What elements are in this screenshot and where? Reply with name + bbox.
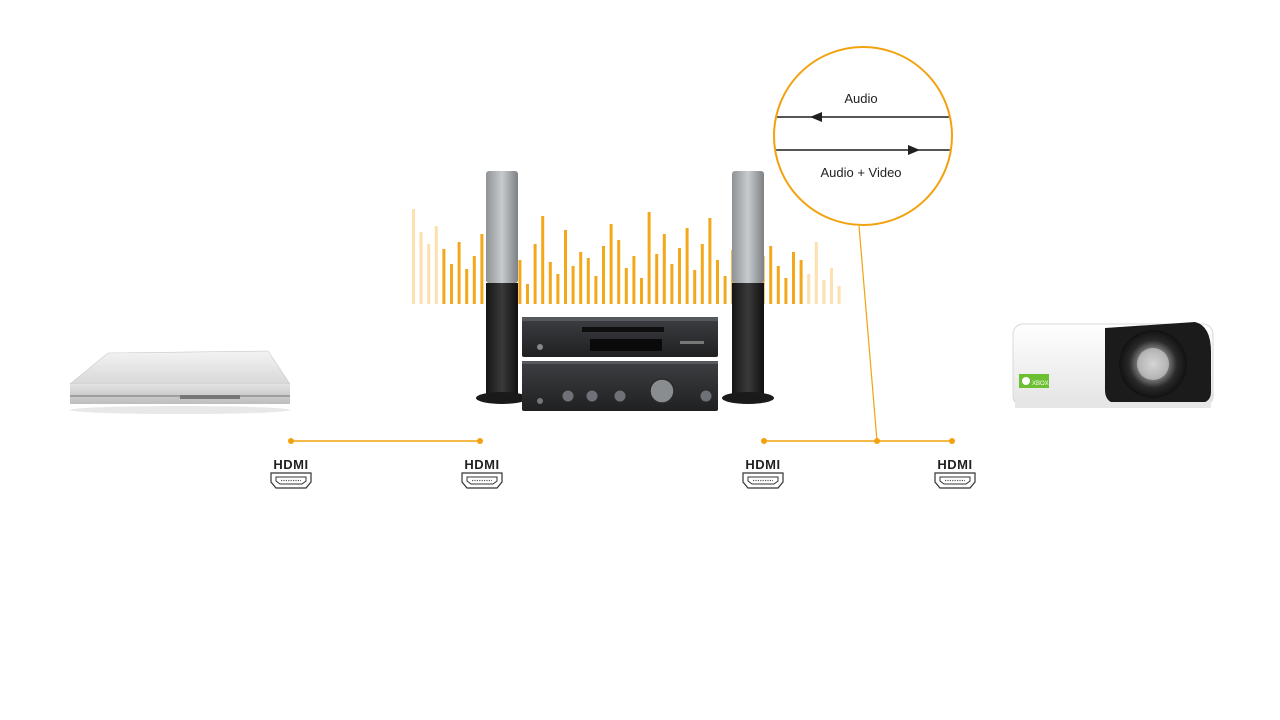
equalizer-bar bbox=[594, 276, 598, 304]
hdmi-port-icon bbox=[934, 472, 976, 489]
hdmi-port-icon bbox=[742, 472, 784, 489]
hdmi-label: HDMI bbox=[464, 457, 500, 472]
equalizer-bar bbox=[647, 212, 651, 304]
equalizer-bar bbox=[716, 260, 719, 304]
equalizer-bar bbox=[807, 274, 811, 304]
equalizer-bar bbox=[799, 260, 803, 304]
equalizer-bar bbox=[564, 230, 567, 304]
equalizer-bar bbox=[526, 284, 529, 304]
equalizer-bar bbox=[480, 234, 484, 304]
equalizer-bar bbox=[640, 278, 643, 304]
equalizer-bar bbox=[412, 209, 415, 304]
connection-endpoint bbox=[477, 438, 483, 444]
equalizer-bar bbox=[624, 268, 628, 304]
equalizer-bar bbox=[662, 234, 666, 304]
equalizer-bar bbox=[434, 226, 438, 304]
equalizer-bar bbox=[586, 258, 590, 304]
equalizer-bar bbox=[670, 264, 674, 304]
equalizer-bar bbox=[450, 264, 453, 304]
equalizer-bar bbox=[465, 269, 469, 304]
audio-video-label: Audio + Video bbox=[820, 165, 901, 180]
arrow-right-icon bbox=[908, 145, 920, 155]
equalizer-bar bbox=[700, 244, 704, 304]
equalizer-bar bbox=[457, 242, 461, 304]
equalizer-bar bbox=[792, 252, 795, 304]
equalizer-bar bbox=[579, 252, 583, 304]
equalizer-bar bbox=[814, 242, 818, 304]
hdmi-label: HDMI bbox=[273, 457, 309, 472]
equalizer-bar bbox=[769, 246, 773, 304]
equalizer-bar bbox=[685, 228, 689, 304]
equalizer-bar bbox=[548, 262, 552, 304]
equalizer-bar bbox=[784, 278, 788, 304]
audio-system-image bbox=[476, 171, 774, 411]
connection-endpoint bbox=[288, 438, 294, 444]
equalizer-bar bbox=[533, 244, 537, 304]
equalizer-bar bbox=[556, 274, 560, 304]
equalizer-bar bbox=[822, 280, 826, 304]
connection-endpoint bbox=[949, 438, 955, 444]
equalizer-bar bbox=[655, 254, 659, 304]
audio-label: Audio bbox=[844, 91, 877, 106]
arrow-left-icon bbox=[810, 112, 822, 122]
equalizer-bar bbox=[776, 266, 780, 304]
equalizer-bar bbox=[442, 249, 446, 304]
projector-image: XBOX bbox=[1012, 322, 1214, 408]
equalizer-bar bbox=[708, 218, 712, 304]
equalizer-bar bbox=[518, 260, 522, 304]
equalizer-bar bbox=[723, 276, 727, 304]
hdmi-port-icon bbox=[270, 472, 312, 489]
equalizer-bar bbox=[427, 244, 431, 304]
equalizer-bar bbox=[602, 246, 605, 304]
callout-bubble: Audio Audio + Video bbox=[773, 46, 953, 226]
connection-endpoint bbox=[761, 438, 767, 444]
equalizer-bar bbox=[837, 286, 841, 304]
equalizer-bar bbox=[678, 248, 681, 304]
equalizer-bar bbox=[830, 268, 833, 304]
equalizer-bar bbox=[617, 240, 621, 304]
hdmi-label: HDMI bbox=[745, 457, 781, 472]
equalizer-bar bbox=[609, 224, 613, 304]
equalizer-bar bbox=[693, 270, 697, 304]
hdmi-label: HDMI bbox=[937, 457, 973, 472]
hdmi-port-icon bbox=[461, 472, 503, 489]
equalizer-bar bbox=[419, 232, 423, 304]
equalizer-bar bbox=[541, 216, 545, 304]
callout-leader-line bbox=[858, 225, 878, 442]
equalizer-bar bbox=[472, 256, 476, 304]
svg-text:XBOX: XBOX bbox=[1032, 381, 1049, 387]
blu-ray-player-image bbox=[69, 350, 291, 414]
equalizer-bar bbox=[571, 266, 575, 304]
equalizer-bar bbox=[632, 256, 636, 304]
